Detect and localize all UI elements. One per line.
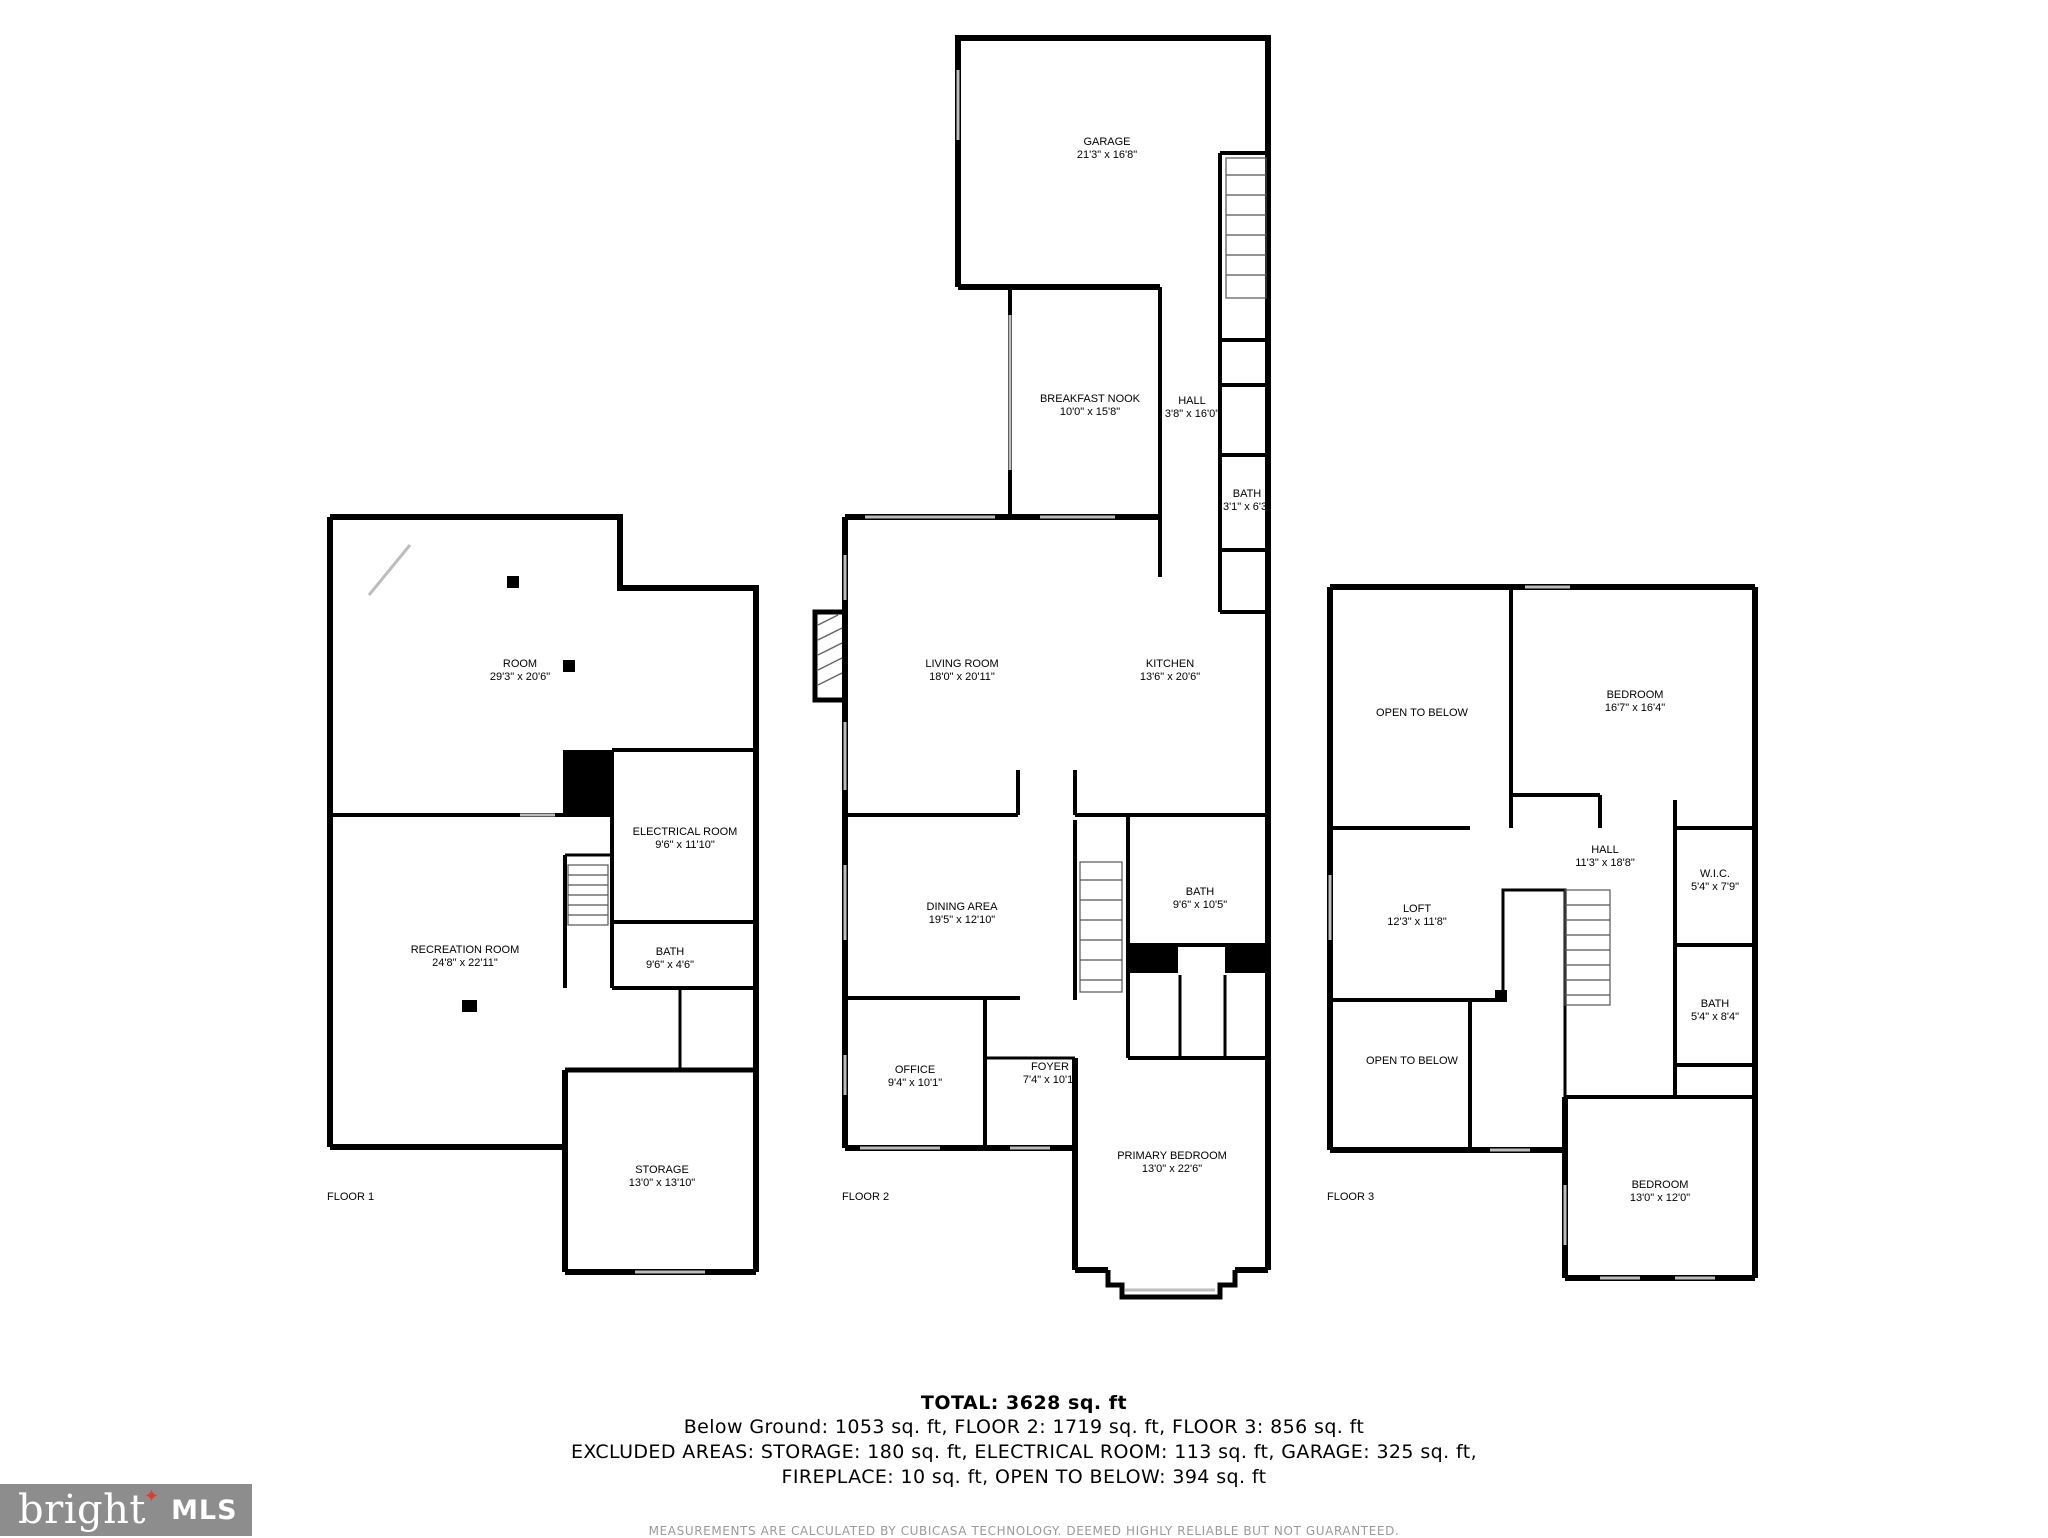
room-label-f3-open2: OPEN TO BELOW: [1366, 1055, 1459, 1067]
floor-3-walls: [1327, 584, 1758, 1281]
stairs: [567, 157, 1611, 1006]
room-label-f3-loft: LOFT: [1403, 903, 1431, 915]
room-dims-f2-foyer: 7'4" x 10'1": [1023, 1074, 1077, 1086]
room-label-f2-garage: GARAGE: [1083, 136, 1130, 148]
floor-label-1: FLOOR 1: [327, 1191, 374, 1203]
bright-mls-logo: bright ✦ MLS: [0, 1484, 252, 1536]
room-dims-f3-bath: 5'4" x 8'4": [1691, 1011, 1739, 1023]
room-label-f1-storage: STORAGE: [635, 1164, 689, 1176]
windows: [367, 70, 1715, 1292]
room-dims-f3-loft: 12'3" x 11'8": [1387, 916, 1447, 928]
room-label-f3-hall: HALL: [1591, 844, 1619, 856]
room-label-f2-bath: BATH: [1186, 886, 1215, 898]
floor-label-2: FLOOR 2: [842, 1191, 889, 1203]
room-dims-f1-room: 29'3" x 20'6": [490, 671, 550, 683]
fireplace-hatch: [817, 614, 843, 686]
room-dims-f1-electrical: 9'6" x 11'10": [655, 839, 715, 851]
room-label-f1-recreation: RECREATION ROOM: [411, 944, 520, 956]
floor-2-walls: [812, 35, 1271, 1300]
room-dims-f2-office: 9'4" x 10'1": [888, 1077, 942, 1089]
room-label-f2-hall: HALL: [1178, 395, 1206, 407]
room-dims-f3-wic: 5'4" x 7'9": [1691, 881, 1739, 893]
room-dims-f2-primary: 13'0" x 22'6": [1142, 1163, 1202, 1175]
room-label-f3-open1: OPEN TO BELOW: [1376, 707, 1469, 719]
room-label-f3-bath: BATH: [1701, 998, 1730, 1010]
room-label-f3-wic: W.I.C.: [1700, 868, 1730, 880]
room-dims-f3-hall: 11'3" x 18'8": [1575, 857, 1635, 869]
room-label-f3-bedroom1: BEDROOM: [1607, 689, 1664, 701]
floor-label-3: FLOOR 3: [1327, 1191, 1374, 1203]
floor-1-walls: [327, 514, 759, 1275]
room-dims-f3-bedroom2: 13'0" x 12'0": [1630, 1192, 1690, 1204]
logo-suffix: MLS: [171, 1494, 238, 1526]
area-summary-line-1: Below Ground: 1053 sq. ft, FLOOR 2: 1719…: [683, 1416, 1365, 1438]
room-dims-f2-garage: 21'3" x 16'8": [1077, 149, 1137, 161]
room-dims-f2-dining: 19'5" x 12'10": [929, 914, 996, 926]
room-dims-f1-storage: 13'0" x 13'10": [629, 1177, 696, 1189]
room-dims-f2-nook: 10'0" x 15'8": [1060, 406, 1120, 418]
room-label-f3-bedroom2: BEDROOM: [1632, 1179, 1689, 1191]
logo-star-icon: ✦: [143, 1485, 160, 1506]
room-label-f2-office: OFFICE: [895, 1064, 935, 1076]
area-summary-line-2: EXCLUDED AREAS: STORAGE: 180 sq. ft, ELE…: [570, 1441, 1478, 1463]
room-label-f1-electrical: ELECTRICAL ROOM: [633, 826, 738, 838]
room-dims-f2-hall: 3'8" x 16'0": [1165, 408, 1219, 420]
disclaimer: MEASUREMENTS ARE CALCULATED BY CUBICASA …: [648, 1524, 1400, 1538]
room-label-f2-foyer: FOYER: [1031, 1061, 1069, 1073]
room-label-f1-bath: BATH: [656, 946, 685, 958]
room-dims-f1-bath: 9'6" x 4'6": [646, 959, 694, 971]
room-label-f2-dining: DINING AREA: [927, 901, 999, 913]
room-dims-f2-kitchen: 13'6" x 20'6": [1140, 671, 1200, 683]
solid-blocks: [462, 576, 1507, 1012]
area-summary-line-3: FIREPLACE: 10 sq. ft, OPEN TO BELOW: 394…: [781, 1466, 1267, 1488]
room-label-f2-nook: BREAKFAST NOOK: [1040, 393, 1141, 405]
room-dims-f3-bedroom1: 16'7" x 16'4": [1605, 702, 1665, 714]
logo-brand: bright: [18, 1487, 146, 1533]
room-label-f2-living: LIVING ROOM: [925, 658, 998, 670]
room-dims-f2-bath-small: 3'1" x 6'3": [1223, 501, 1271, 513]
room-label-f2-bath-small: BATH: [1233, 488, 1262, 500]
room-label-f2-kitchen: KITCHEN: [1146, 658, 1194, 670]
total-area: TOTAL: 3628 sq. ft: [920, 1392, 1128, 1414]
room-dims-f2-living: 18'0" x 20'11": [929, 671, 995, 683]
room-dims-f1-recreation: 24'8" x 22'11": [432, 957, 498, 969]
room-dims-f2-bath: 9'6" x 10'5": [1173, 899, 1227, 911]
room-label-f2-primary: PRIMARY BEDROOM: [1117, 1150, 1227, 1162]
room-label-f1-room: ROOM: [503, 658, 537, 670]
